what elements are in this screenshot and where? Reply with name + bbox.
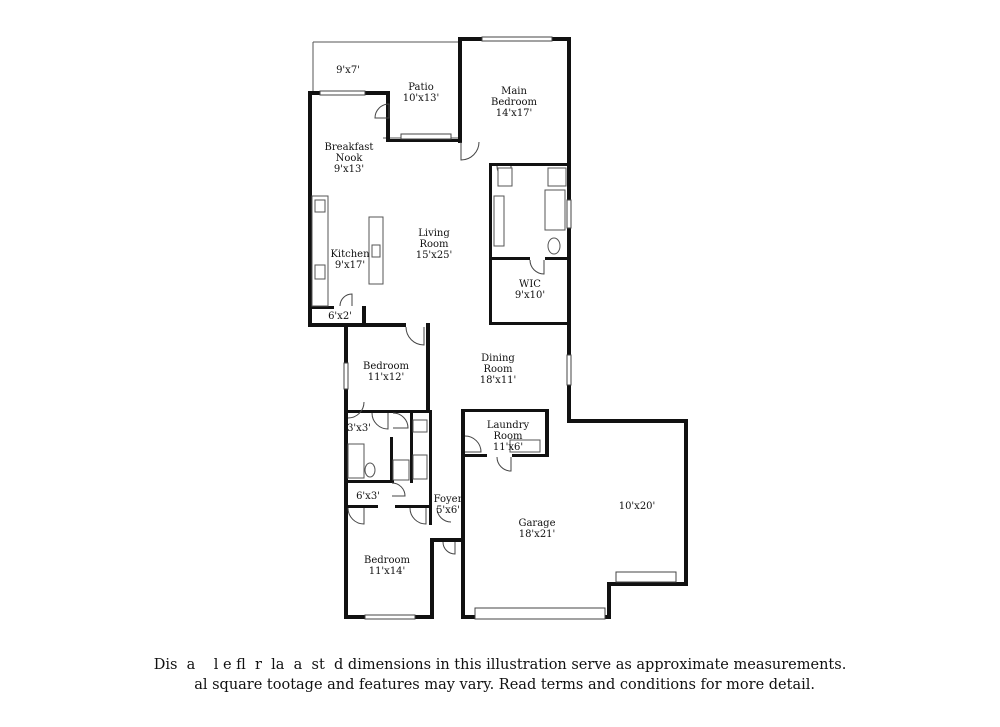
kitchen-dim: 9'x17' bbox=[335, 260, 365, 271]
breakfast-nook-dim: 9'x13' bbox=[334, 164, 364, 175]
doors bbox=[339, 103, 545, 555]
main-bedroom-name: Main bbox=[501, 86, 527, 97]
bedroom-1-name: Bedroom bbox=[363, 361, 409, 372]
room-labels: 9'x7' Patio 10'x13' Main Bedroom 14'x17'… bbox=[325, 65, 656, 577]
disclaimer: Dis a l e fl r la a st d dimensions in t… bbox=[0, 655, 1000, 695]
closet-2-dim: 6'x3' bbox=[356, 491, 380, 502]
walls bbox=[308, 37, 688, 619]
bedroom-2-name: Bedroom bbox=[364, 555, 410, 566]
wic-name: WIC bbox=[519, 279, 541, 290]
laundry-room-dim: 11'x6' bbox=[493, 442, 523, 453]
foyer-name: Foyer bbox=[434, 494, 463, 505]
bedroom-2-dim: 11'x14' bbox=[369, 566, 406, 577]
patio-dim: 10'x13' bbox=[403, 93, 440, 104]
breakfast-nook-name2: Nook bbox=[336, 153, 364, 164]
wic-dim: 9'x10' bbox=[515, 290, 545, 301]
garage-dim: 18'x21' bbox=[519, 529, 556, 540]
main-bedroom-name2: Bedroom bbox=[491, 97, 537, 108]
disclaimer-line-1: Dis a l e fl r la a st d dimensions in t… bbox=[153, 657, 847, 673]
patio-small-dim: 9'x7' bbox=[336, 65, 360, 76]
dining-room-name: Dining bbox=[481, 353, 515, 364]
living-room-dim: 15'x25' bbox=[416, 250, 453, 261]
garage-name: Garage bbox=[518, 518, 555, 529]
living-room-name: Living bbox=[418, 228, 450, 239]
kitchen-name: Kitchen bbox=[330, 249, 370, 260]
garage-bay-dim: 10'x20' bbox=[619, 501, 656, 512]
pantry-dim: 6'x2' bbox=[328, 311, 352, 322]
fixtures bbox=[311, 167, 567, 481]
closet-1-dim: 3'x3' bbox=[347, 423, 371, 434]
patio-name: Patio bbox=[408, 82, 433, 93]
foyer-dim: 5'x6' bbox=[436, 505, 460, 516]
living-room-name2: Room bbox=[419, 239, 449, 250]
laundry-room-name: Laundry bbox=[487, 420, 530, 431]
laundry-room-name2: Room bbox=[493, 431, 523, 442]
disclaimer-line-2: al square tootage and features may vary.… bbox=[184, 677, 815, 693]
dining-room-dim: 18'x11' bbox=[480, 375, 517, 386]
dining-room-name2: Room bbox=[483, 364, 513, 375]
main-bedroom-dim: 14'x17' bbox=[496, 108, 533, 119]
windows bbox=[319, 36, 677, 620]
bedroom-1-dim: 11'x12' bbox=[368, 372, 405, 383]
breakfast-nook-name: Breakfast bbox=[325, 142, 374, 153]
